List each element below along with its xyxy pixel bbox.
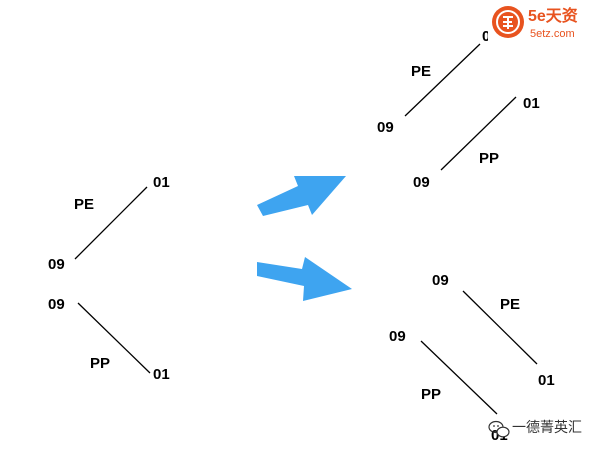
right-top-diagram: 09 01 PE 09 01 PP — [377, 28, 540, 191]
right-top-pe-name-label: PE — [411, 63, 431, 80]
right-bottom-pp-start-label: 09 — [389, 328, 406, 345]
left-pe-name-label: PE — [74, 196, 94, 213]
right-bottom-diagram: 09 01 PE 09 01 PP — [389, 272, 555, 444]
right-top-pp-end-label: 01 — [523, 95, 540, 112]
left-pp-line — [77, 302, 151, 374]
right-bottom-pp-line — [420, 340, 498, 415]
wechat-icon — [488, 420, 510, 438]
logo-url-text: 5etz.com — [530, 28, 575, 40]
left-pp-name-label: PP — [90, 355, 110, 372]
right-bottom-pe-line — [462, 290, 538, 365]
watermark-text: 一德菁英汇 — [512, 419, 582, 436]
right-top-pp-name-label: PP — [479, 150, 499, 167]
right-bottom-pe-end-label: 01 — [538, 372, 555, 389]
watermark: 一德菁英汇 — [488, 419, 582, 438]
left-pe-end-label: 01 — [153, 174, 170, 191]
right-bottom-pe-name-label: PE — [500, 296, 520, 313]
left-pe-line — [74, 186, 148, 260]
right-bottom-pe-start-label: 09 — [432, 272, 449, 289]
upper-right-arrow-icon — [257, 176, 346, 216]
right-bottom-pp-name-label: PP — [421, 386, 441, 403]
right-top-pp-start-label: 09 — [413, 174, 430, 191]
left-pe-start-label: 09 — [48, 256, 65, 273]
left-pp-start-label: 09 — [48, 296, 65, 313]
logo-brand-text: 5e天资 — [528, 6, 578, 25]
left-pp-end-label: 01 — [153, 366, 170, 383]
brand-logo: 5e天资 5etz.com — [488, 4, 598, 42]
lower-right-arrow-icon — [257, 257, 352, 301]
left-diagram: 09 01 PE 09 01 PP — [48, 174, 170, 383]
right-top-pe-line — [404, 43, 481, 117]
right-top-pe-start-label: 09 — [377, 119, 394, 136]
currency-circle-icon — [492, 6, 524, 38]
right-top-pp-line — [440, 96, 517, 171]
